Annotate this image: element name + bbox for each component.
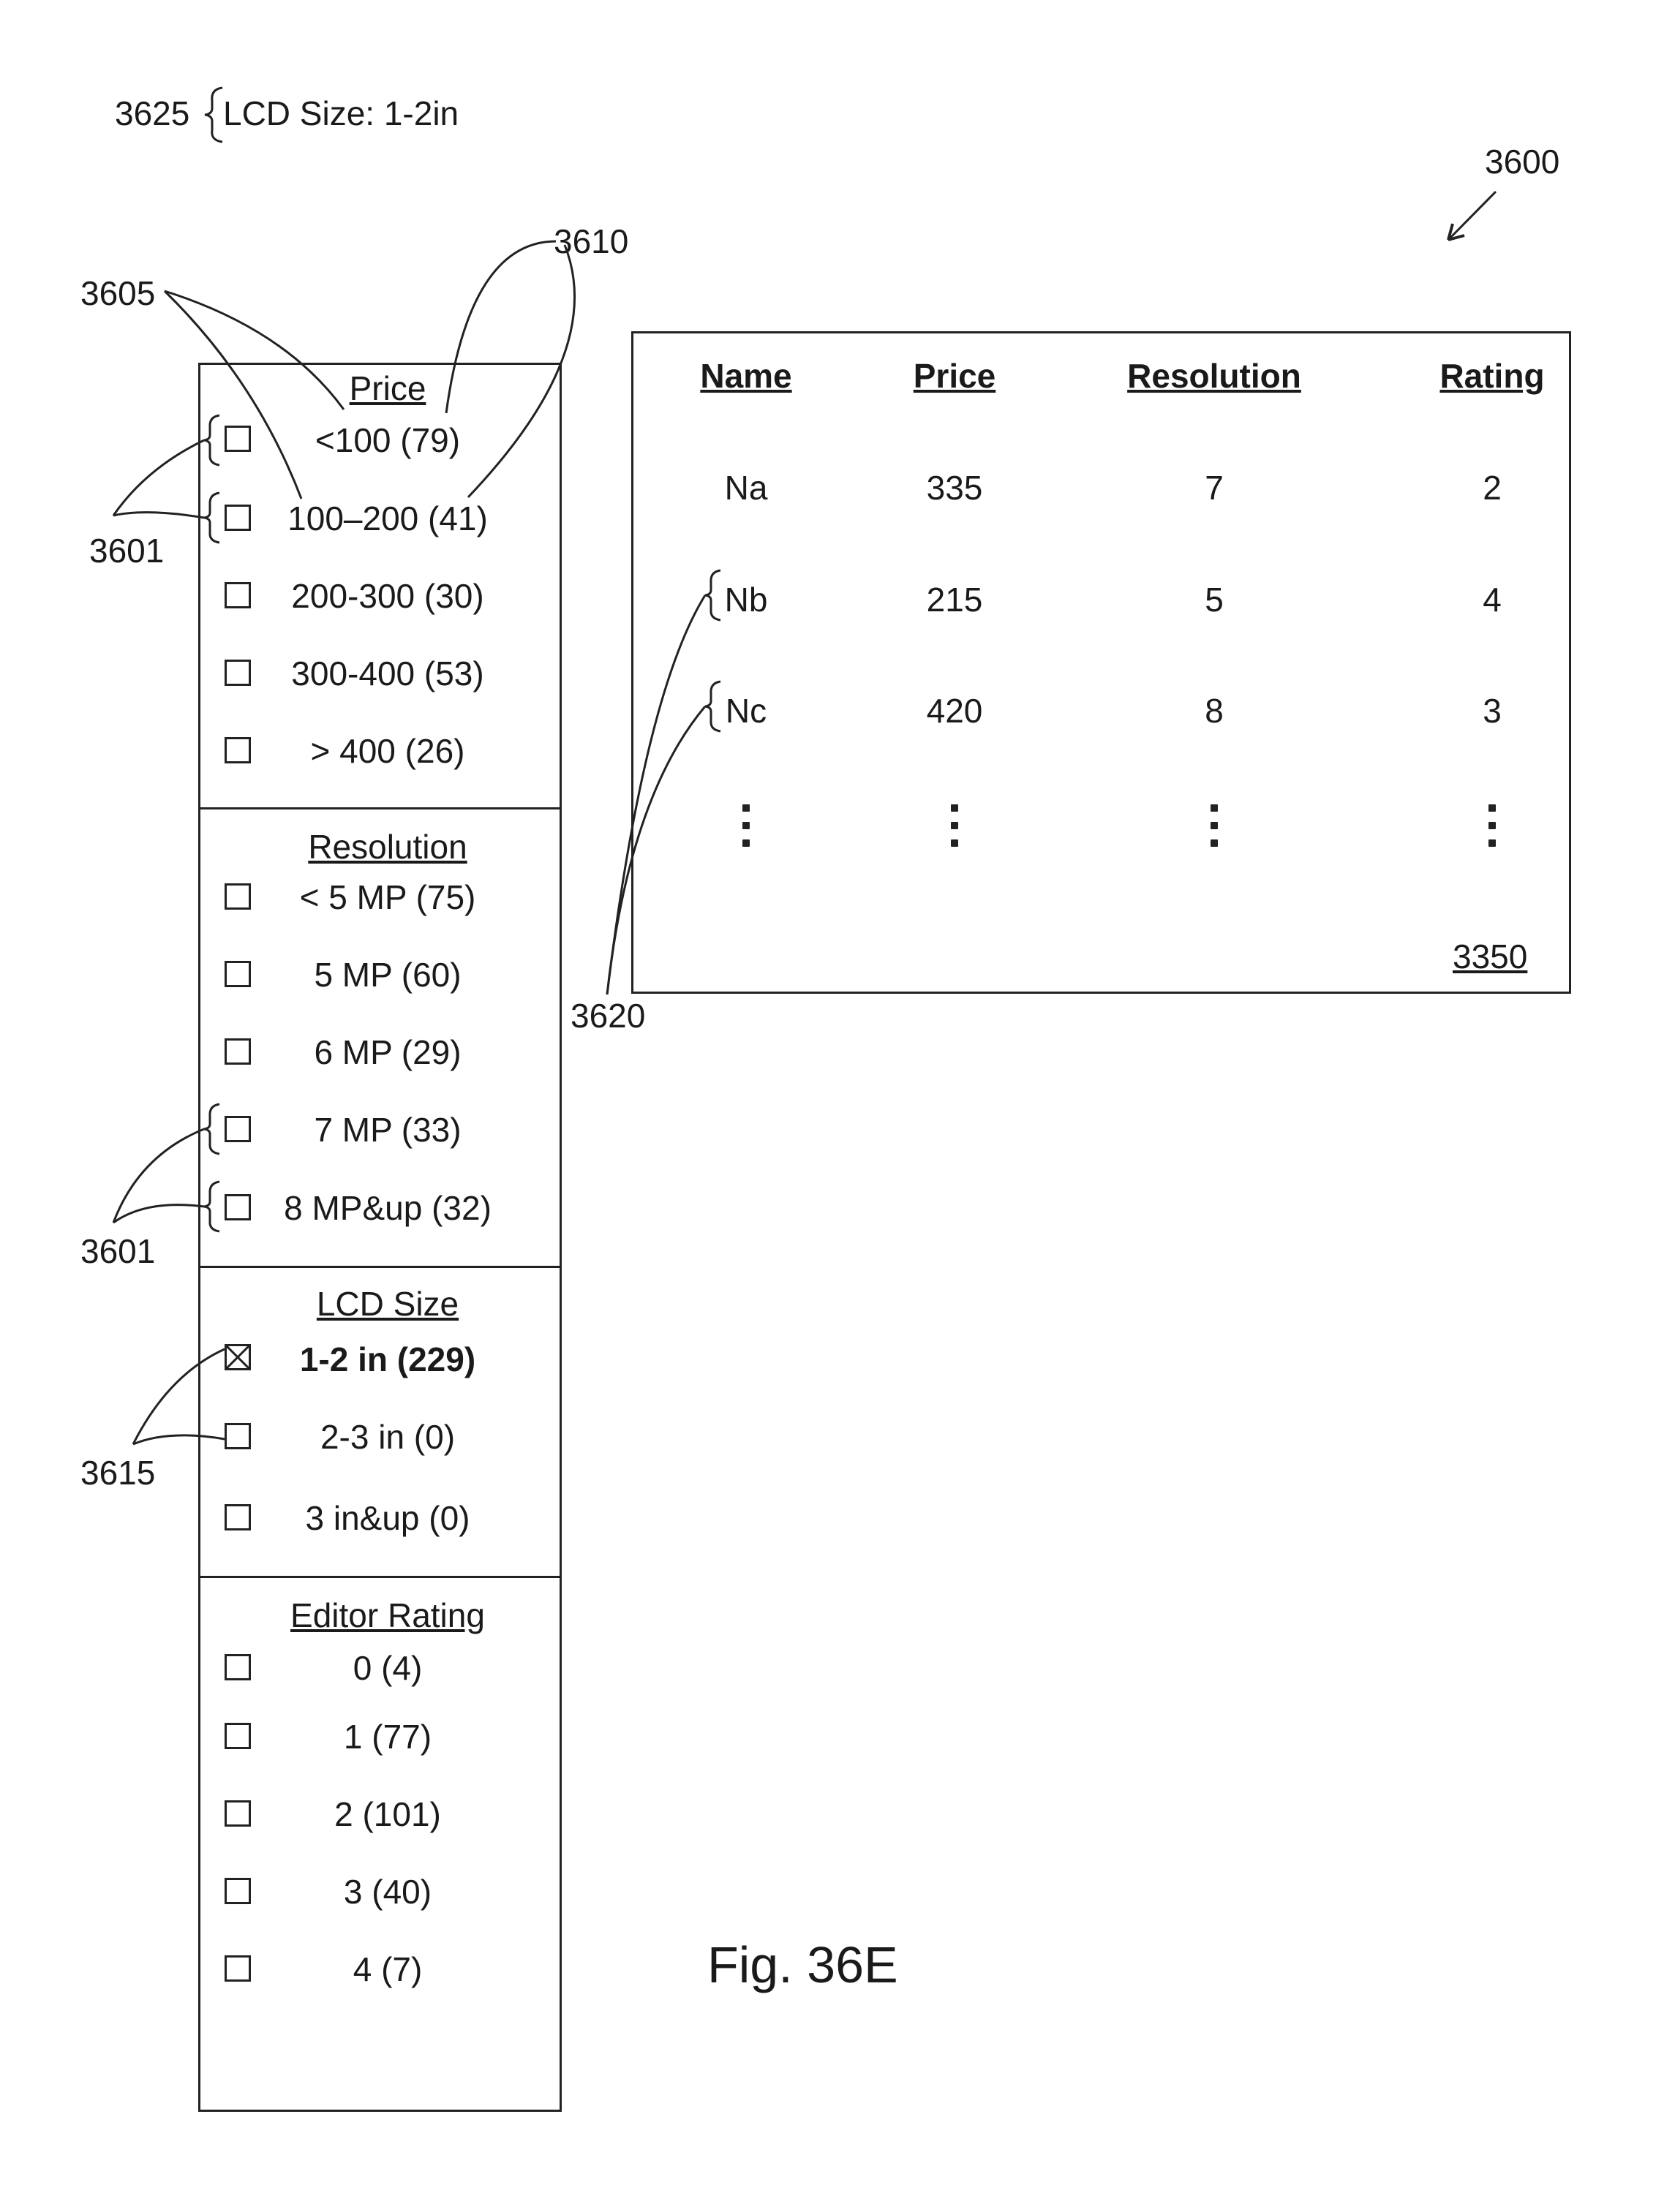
brace-icon bbox=[205, 88, 222, 142]
brace-icon bbox=[705, 570, 720, 620]
brace-icon bbox=[705, 682, 720, 731]
brace-icon bbox=[204, 493, 219, 543]
brace-icon bbox=[204, 1182, 219, 1231]
arrow-icon bbox=[1448, 192, 1496, 240]
brace-icon bbox=[204, 1104, 219, 1154]
brace-icon bbox=[204, 415, 219, 465]
